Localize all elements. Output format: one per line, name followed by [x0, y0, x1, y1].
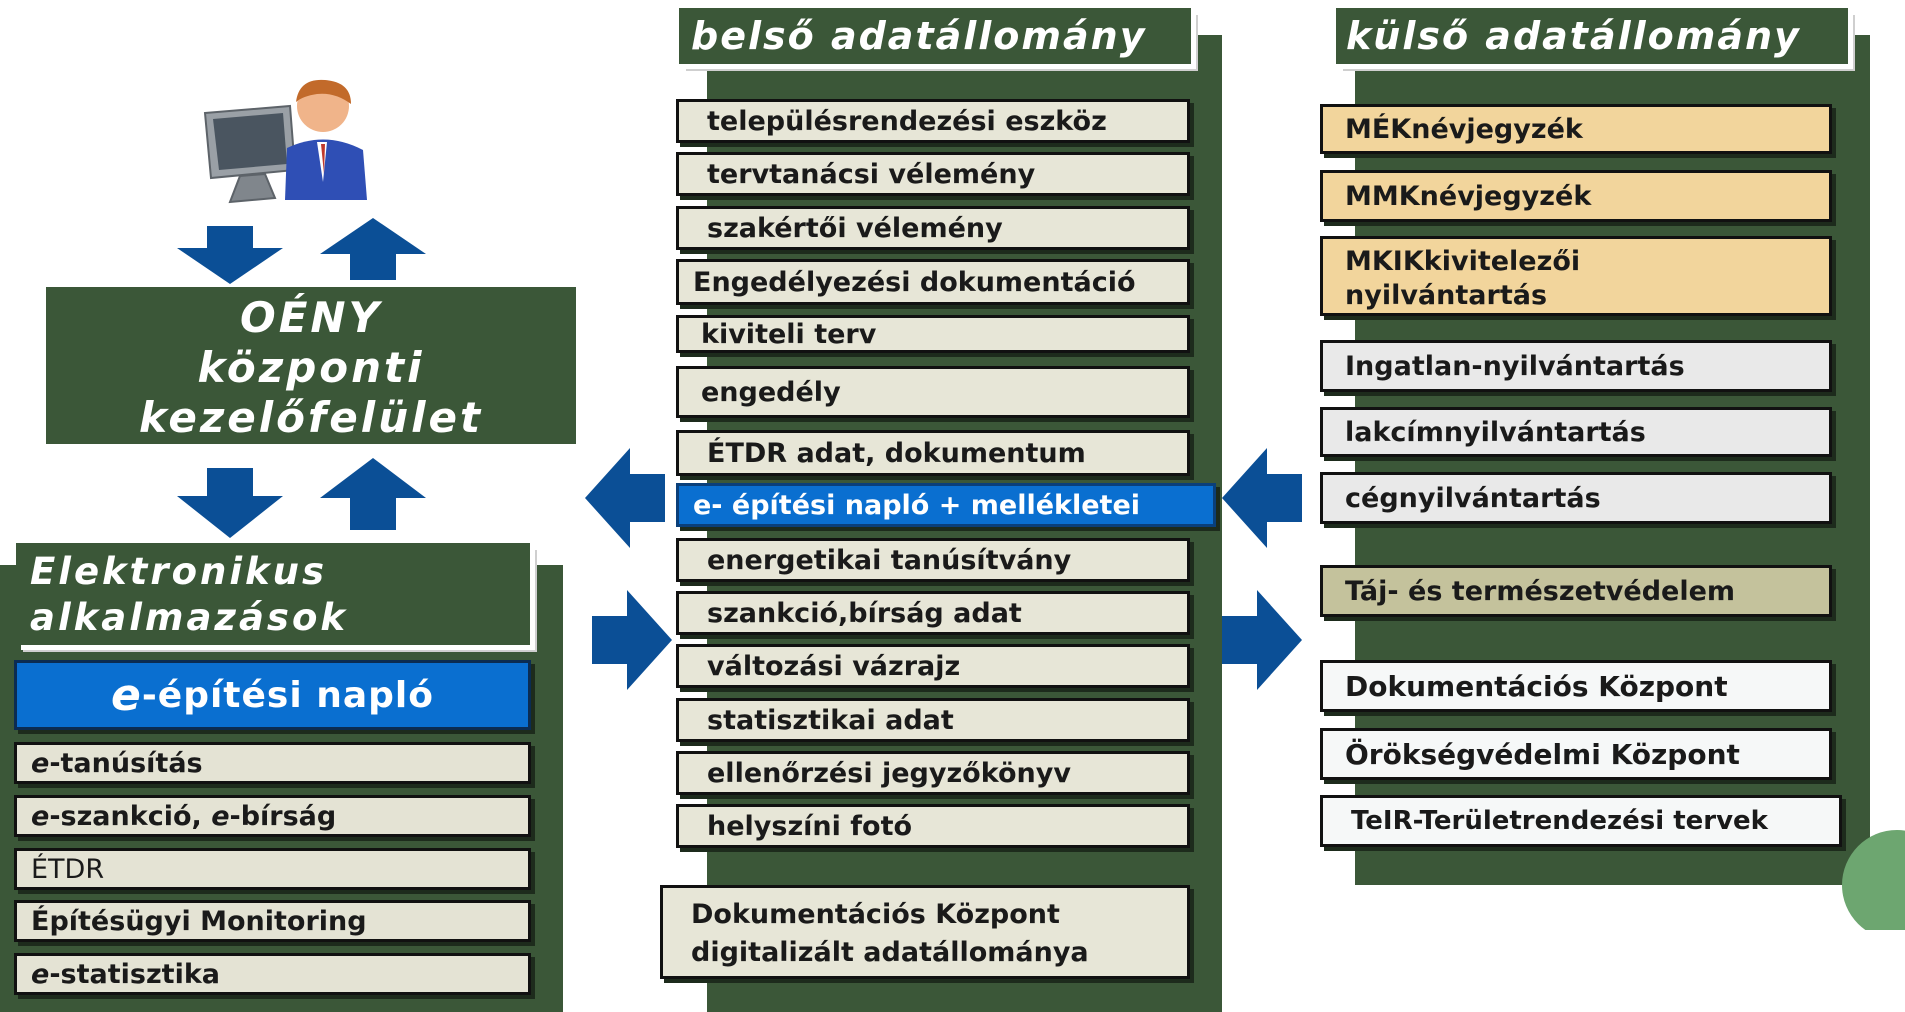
app-primary-label: -építési napló: [141, 674, 434, 716]
external-item-label: Örökségvédelmi Központ: [1345, 737, 1740, 771]
app-e-epitesi-naplo[interactable]: e-építési napló: [14, 660, 531, 730]
internal-footer-line: Dokumentációs Központ: [691, 899, 1060, 930]
external-item-label: MÉKnévjegyzék: [1345, 113, 1583, 145]
right-arrow-icon: [1222, 590, 1302, 690]
right-arrow-icon: [592, 590, 672, 690]
central-panel: OÉNY központi kezelőfelület: [46, 287, 576, 444]
external-item[interactable]: Örökségvédelmi Központ: [1320, 728, 1832, 780]
external-header: külső adatállomány: [1336, 8, 1848, 64]
internal-item[interactable]: változási vázrajz: [676, 644, 1190, 688]
app-item-label: -tanúsítás: [49, 747, 203, 779]
applications-header: Elektronikus alkalmazások: [16, 543, 530, 645]
internal-item[interactable]: szankció,bírság adat: [676, 591, 1190, 635]
internal-item-label: tervtanácsi vélemény: [707, 158, 1036, 190]
internal-item[interactable]: engedély: [676, 366, 1190, 418]
e-prefix: e: [211, 800, 230, 832]
external-item-label: Táj- és természetvédelem: [1345, 575, 1736, 607]
app-item-label: -szankció,: [49, 800, 202, 832]
internal-footer-box[interactable]: Dokumentációs Központ digitalizált adatá…: [660, 885, 1190, 979]
internal-item[interactable]: energetikai tanúsítvány: [676, 538, 1190, 582]
left-arrow-icon: [585, 448, 665, 548]
down-arrow-icon: [175, 226, 285, 284]
internal-item[interactable]: ellenőrzési jegyzőkönyv: [676, 751, 1190, 795]
external-item-label: nyilvántartás: [1345, 280, 1548, 311]
app-item-label: -bírság: [229, 800, 337, 832]
app-e-tanusitas[interactable]: e-tanúsítás: [14, 742, 531, 784]
left-arrow-icon: [1222, 448, 1302, 548]
internal-item-label: e- építési napló + mellékletei: [693, 489, 1141, 521]
external-item[interactable]: TeIR-Területrendezési tervek: [1320, 795, 1842, 847]
internal-item-label: szakértői vélemény: [707, 212, 1003, 244]
external-item-label: lakcímnyilvántartás: [1345, 416, 1646, 448]
e-prefix: e: [31, 800, 50, 832]
app-item-label: Építésügyi Monitoring: [31, 905, 367, 937]
external-item[interactable]: MKIKkivitelezői nyilvántartás: [1320, 236, 1832, 316]
internal-header-label: belső adatállomány: [691, 14, 1147, 58]
applications-header-line: Elektronikus: [30, 550, 328, 593]
user-at-computer-icon: [195, 78, 375, 206]
app-etdr[interactable]: ÉTDR: [14, 848, 531, 890]
app-e-statisztika[interactable]: e-statisztika: [14, 953, 531, 995]
internal-item[interactable]: kiviteli terv: [676, 315, 1190, 353]
external-item[interactable]: MÉKnévjegyzék: [1320, 104, 1832, 154]
internal-item-label: helyszíni fotó: [707, 810, 913, 842]
internal-item[interactable]: helyszíni fotó: [676, 804, 1190, 848]
central-panel-title: OÉNY központi kezelőfelület: [46, 293, 576, 443]
external-item[interactable]: cégnyilvántartás: [1320, 472, 1832, 524]
up-arrow-icon: [318, 458, 428, 530]
internal-item-selected[interactable]: e- építési napló + mellékletei: [676, 483, 1216, 527]
up-arrow-icon: [318, 218, 428, 280]
internal-item-label: településrendezési eszköz: [707, 105, 1107, 137]
internal-item-label: engedély: [701, 376, 841, 408]
app-e-szankcio[interactable]: e-szankció, e-bírság: [14, 795, 531, 837]
external-item-label: MKIKkivitelezői: [1345, 246, 1581, 277]
external-item-label: cégnyilvántartás: [1345, 482, 1601, 514]
external-item[interactable]: Táj- és természetvédelem: [1320, 565, 1832, 617]
applications-header-line: alkalmazások: [30, 596, 348, 639]
internal-item-label: Engedélyezési dokumentáció: [693, 266, 1136, 298]
app-item-label: ÉTDR: [31, 853, 105, 885]
internal-item-label: ÉTDR adat, dokumentum: [707, 437, 1086, 469]
internal-footer-line: digitalizált adatállománya: [691, 937, 1089, 968]
app-epitesugyi-monitoring[interactable]: Építésügyi Monitoring: [14, 900, 531, 942]
internal-item-label: statisztikai adat: [707, 704, 954, 736]
decorative-circle: [1842, 830, 1905, 930]
app-item-label: -statisztika: [49, 958, 221, 990]
central-panel-title-line: OÉNY: [240, 293, 382, 342]
external-item[interactable]: Ingatlan-nyilvántartás: [1320, 340, 1832, 392]
external-item[interactable]: lakcímnyilvántartás: [1320, 407, 1832, 457]
e-prefix: e: [111, 669, 142, 721]
central-panel-title-line: központi: [197, 343, 425, 392]
external-item-label: Ingatlan-nyilvántartás: [1345, 350, 1685, 382]
internal-item[interactable]: statisztikai adat: [676, 698, 1190, 742]
central-panel-title-line: kezelőfelület: [138, 393, 484, 442]
external-header-label: külső adatállomány: [1346, 14, 1801, 58]
internal-header: belső adatállomány: [679, 8, 1191, 64]
e-prefix: e: [31, 747, 50, 779]
external-item[interactable]: MMKnévjegyzék: [1320, 170, 1832, 222]
external-item-label: TeIR-Területrendezési tervek: [1351, 806, 1768, 836]
internal-item[interactable]: Engedélyezési dokumentáció: [676, 259, 1190, 305]
internal-item[interactable]: tervtanácsi vélemény: [676, 152, 1190, 196]
internal-item[interactable]: településrendezési eszköz: [676, 99, 1190, 143]
internal-item-label: energetikai tanúsítvány: [707, 544, 1072, 576]
internal-item-label: szankció,bírság adat: [707, 597, 1022, 629]
internal-item-label: kiviteli terv: [701, 318, 877, 350]
external-item[interactable]: Dokumentációs Központ: [1320, 660, 1832, 712]
internal-item-label: változási vázrajz: [707, 650, 961, 682]
down-arrow-icon: [175, 468, 285, 538]
e-prefix: e: [31, 958, 50, 990]
internal-item[interactable]: szakértői vélemény: [676, 206, 1190, 250]
external-item-label: Dokumentációs Központ: [1345, 669, 1728, 703]
external-item-label: MMKnévjegyzék: [1345, 180, 1592, 212]
internal-item[interactable]: ÉTDR adat, dokumentum: [676, 430, 1190, 476]
internal-item-label: ellenőrzési jegyzőkönyv: [707, 757, 1071, 789]
